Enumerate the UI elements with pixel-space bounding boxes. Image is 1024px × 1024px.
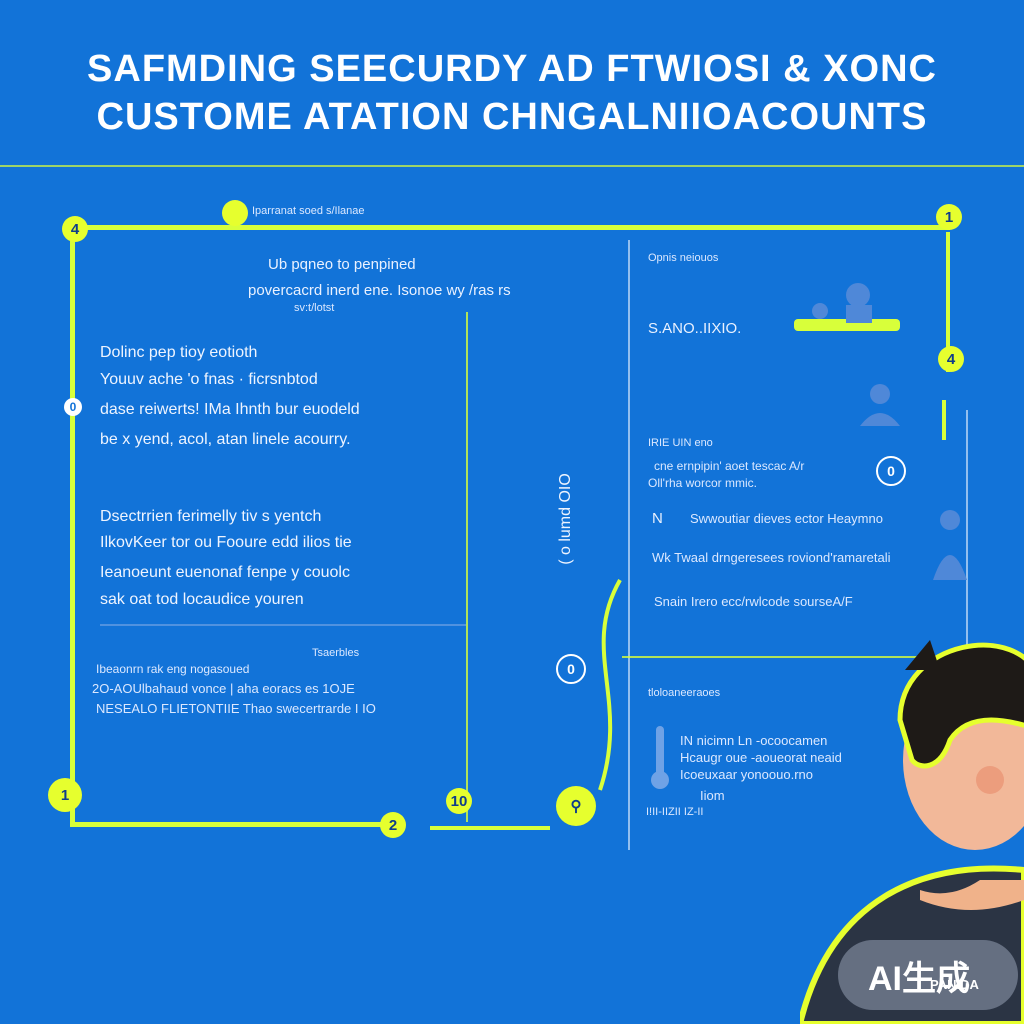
lock-icon: ⚲ (556, 786, 596, 826)
step-badge-top-caption (222, 200, 248, 226)
left-panel-hline (100, 624, 466, 626)
left-panel-subheading: povercacrd inerd ene. Isonoe wy /ras rs (248, 282, 511, 299)
step-badge-bottom-ring: 10 (446, 788, 472, 814)
para1-line-1: Dolinc pep tioy eotioth (100, 344, 258, 361)
left-panel-tiny-line: sv:t/lotst (294, 302, 335, 314)
person-icon-right (933, 510, 967, 580)
left-footer-line-2: 2O-AOUlbahaud vonce | aha eoracs es 1OJE (92, 681, 355, 696)
connector-curve (598, 579, 622, 791)
right-list-marker-1: N (652, 510, 663, 527)
ring-icon-mid: 0 (556, 654, 586, 684)
right-panel-divider (628, 240, 630, 850)
step-badge-top-left: 4 (62, 216, 88, 242)
frame-top-line (70, 225, 950, 230)
frame-caption: Iparranat soed s/Ilanae (252, 205, 365, 217)
step-badge-bottom-left: 1 (48, 778, 82, 812)
right-section-label: IRIE UIN eno (648, 437, 713, 449)
right-tiny-tag: Iiom (700, 788, 725, 803)
right-line-1: cne ernpipin' aoet tescac A/r (654, 459, 805, 473)
right-lower-label: tloloaneeraoes (648, 687, 721, 699)
right-list-item-1: Swwoutiar dieves ector Heaymno (690, 511, 883, 526)
ring-icon-right: 0 (876, 456, 906, 486)
right-panel-hline (622, 656, 962, 658)
page-title-line-1: SAFMDING SEECURDY AD FTWIOSI & XONC (87, 48, 937, 90)
right-top-label: Opnis neiouos (648, 252, 719, 264)
para2-line-2: IlkovKeer tor ou Fooure edd ilios tie (100, 534, 352, 551)
right-lower-line-3: Icoeuxaar yonoouo.rno (680, 767, 813, 782)
right-tiny-tag-2: I!II-IIZII IZ-II (646, 806, 704, 818)
para2-line-3: Ieanoeunt euenonaf fenpe y couolc (100, 564, 350, 581)
left-panel-heading: Ub pqneo to penpined (268, 256, 416, 273)
watermark-trailing: PANIDA (930, 976, 979, 992)
page-title-line-2: CUSTOME ATATION CHNGALNIIOACOUNTS (96, 96, 928, 138)
frame-left-line (70, 225, 75, 825)
watermark-badge: AI生成 PANIDA (838, 940, 1018, 1010)
right-line-2: Oll'rha worcor mmic. (648, 476, 757, 490)
right-list-item-2: Wk Twaal drngeresees roviond'ramaretali (652, 550, 891, 565)
frame-bottom-line (70, 822, 400, 827)
right-lower-line-2: Hcaugr oue -aoueorat neaid (680, 750, 842, 765)
step-badge-left-mid: 0 (64, 398, 82, 416)
people-illustration (794, 283, 900, 331)
left-footer-label: Tsaerbles (312, 647, 360, 659)
step-badge-top-right: 1 (936, 204, 962, 230)
step-badge-right-mid: 4 (938, 346, 964, 372)
para2-line-1: Dsectrrien ferimelly tiv s yentch (100, 508, 322, 525)
para1-line-2: Youuv ache 'o fnas · ficrsnbtod (100, 371, 318, 388)
left-footer-line-1: Ibeaonrn rak eng nogasoued (96, 662, 250, 676)
header-divider (0, 165, 1024, 167)
person-icon-small (860, 384, 900, 426)
right-lower-line-1: IN nicimn Ln -ocoocamen (680, 733, 828, 748)
frame-bottom-line-right (430, 826, 550, 830)
para1-line-3: dase reiwerts! IMa Ihnth bur euodeld (100, 401, 360, 418)
frame-right-tick (942, 400, 946, 440)
watermark-text: AI生成 (868, 959, 970, 998)
para1-line-4: be x yend, acol, atan linele acourry. (100, 431, 351, 448)
step-badge-bottom-mid: 2 (380, 812, 406, 838)
left-footer-line-3: NESEALO FLIETONTIIE Thao swecertrarde I … (96, 701, 376, 716)
thermometer-icon (651, 726, 669, 789)
left-panel-divider (466, 312, 468, 822)
vertical-label: ( o lumd OIO (556, 473, 574, 565)
right-code: S.ANO..IIXIO. (648, 320, 742, 337)
right-panel-edge (966, 410, 968, 660)
right-list-item-3: Snain Irero ecc/rwlcode sourseA/F (654, 594, 853, 609)
para2-line-4: sak oat tod locaudice youren (100, 591, 304, 608)
frame-right-line (946, 232, 950, 372)
